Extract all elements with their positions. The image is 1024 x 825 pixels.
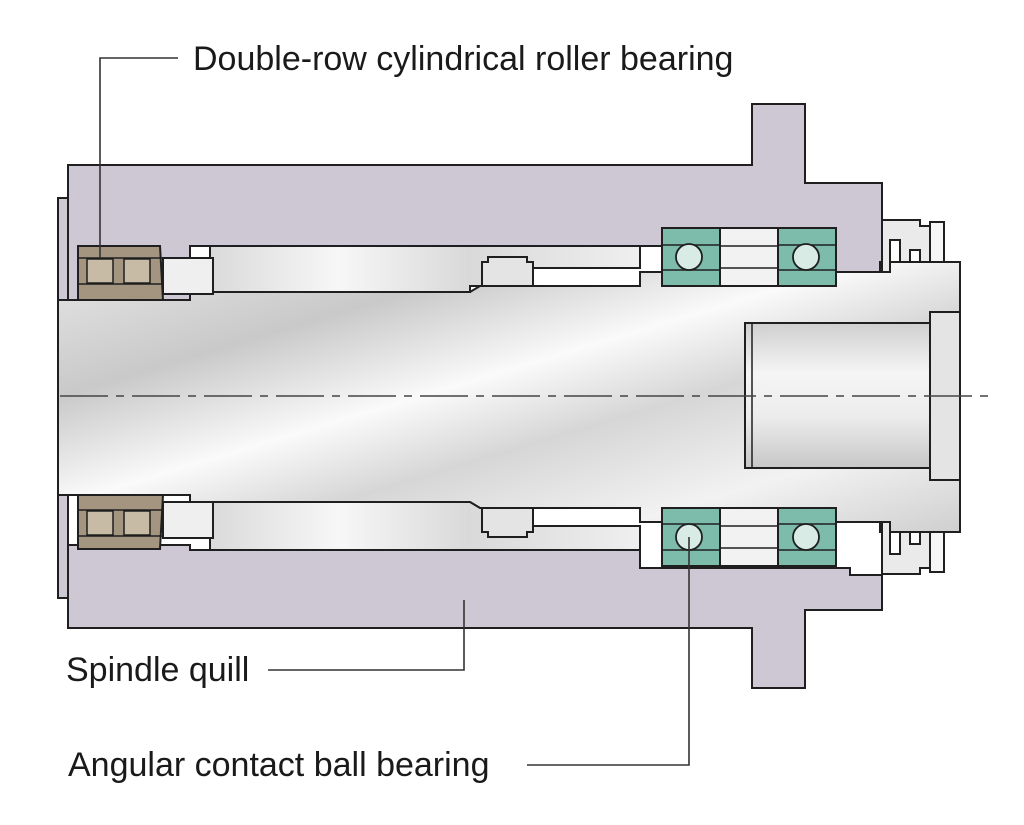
front-cap-lower xyxy=(929,531,945,573)
upper-roller-retainer xyxy=(162,257,214,295)
roller-bearing-label: Double-row cylindrical roller bearing xyxy=(193,40,734,78)
ball-bearing-label: Angular contact ball bearing xyxy=(68,746,490,784)
upper-nut xyxy=(481,256,534,287)
ball-bearing-upper-right xyxy=(777,227,837,287)
lower-nut xyxy=(481,507,534,538)
lower-roller-retainer xyxy=(162,501,214,539)
upper-labyrinth-seal xyxy=(881,219,931,273)
ball-bearing-lower-left xyxy=(661,507,721,567)
front-cap-upper xyxy=(929,221,945,263)
left-housing-stub-lower xyxy=(57,494,69,599)
ball-bearing-leader-line xyxy=(527,537,690,766)
ball-bearing-upper-left xyxy=(661,227,721,287)
spindle-quill-leader-line xyxy=(268,600,465,671)
lower-spacer-sleeve xyxy=(209,501,641,551)
upper-bearing-spacer xyxy=(719,227,779,287)
lower-labyrinth-seal xyxy=(881,521,931,575)
left-housing-stub-upper xyxy=(57,197,69,301)
spindle-quill-label: Spindle quill xyxy=(66,651,250,689)
roller-bearing-upper xyxy=(77,245,165,301)
lower-bearing-spacer xyxy=(719,507,779,567)
roller-bearing-leader-line xyxy=(99,57,178,258)
roller-bearing-lower xyxy=(77,494,165,550)
ball-bearing-lower-right xyxy=(777,507,837,567)
